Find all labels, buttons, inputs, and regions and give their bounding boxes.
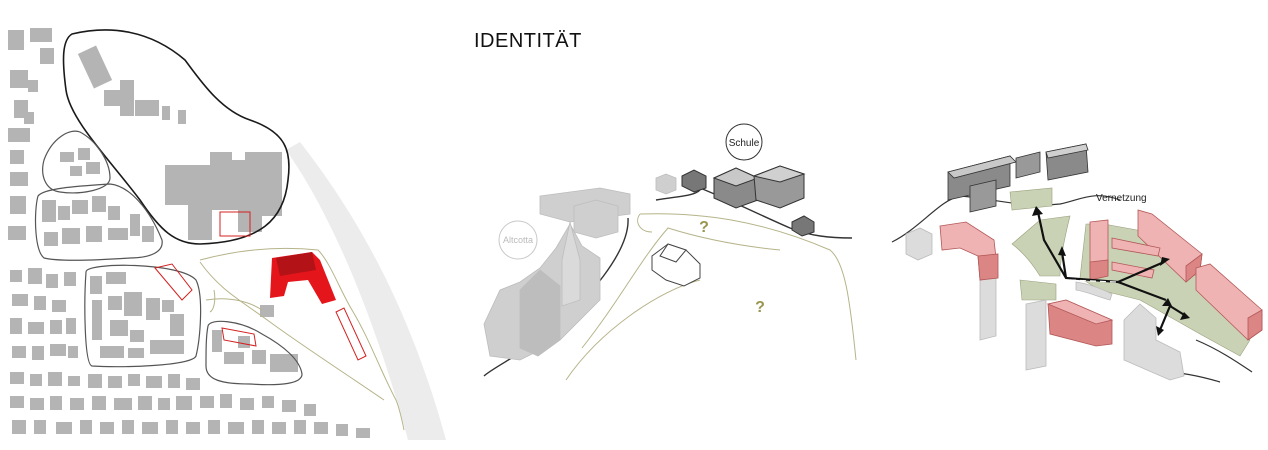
network-dashed-link bbox=[1069, 279, 1117, 283]
page-title: IDENTITÄT bbox=[474, 30, 582, 52]
school-label-circle bbox=[725, 123, 763, 161]
site-plan bbox=[8, 28, 446, 440]
terrain-lines bbox=[565, 213, 857, 381]
new-buildings bbox=[939, 209, 1263, 347]
highlight-building-shade bbox=[276, 252, 316, 276]
block-outlines-gray bbox=[34, 130, 303, 386]
altcotta-label: Altcotta bbox=[503, 235, 533, 245]
network-gray-buildings bbox=[947, 143, 1089, 213]
question-mark-north: ? bbox=[699, 219, 709, 236]
river-band bbox=[286, 142, 446, 440]
school-buildings bbox=[681, 165, 815, 237]
outlined-buildings bbox=[651, 243, 701, 287]
school-label: Schule bbox=[729, 138, 760, 149]
altcotta-buildings bbox=[483, 173, 677, 361]
network-view: Vernetzung bbox=[891, 143, 1263, 383]
arrow-heads bbox=[1032, 206, 1190, 336]
block-outlines bbox=[62, 29, 290, 245]
green-paths bbox=[199, 247, 405, 431]
altcotta-label-circle bbox=[498, 220, 538, 260]
question-mark-south: ? bbox=[755, 299, 765, 316]
existing-buildings bbox=[8, 28, 370, 438]
network-label: Vernetzung bbox=[1096, 193, 1147, 204]
red-outline-plots bbox=[154, 211, 367, 361]
network-light-buildings bbox=[905, 227, 1185, 381]
axonometric-view: Schule Altcotta ? ? bbox=[483, 123, 857, 381]
